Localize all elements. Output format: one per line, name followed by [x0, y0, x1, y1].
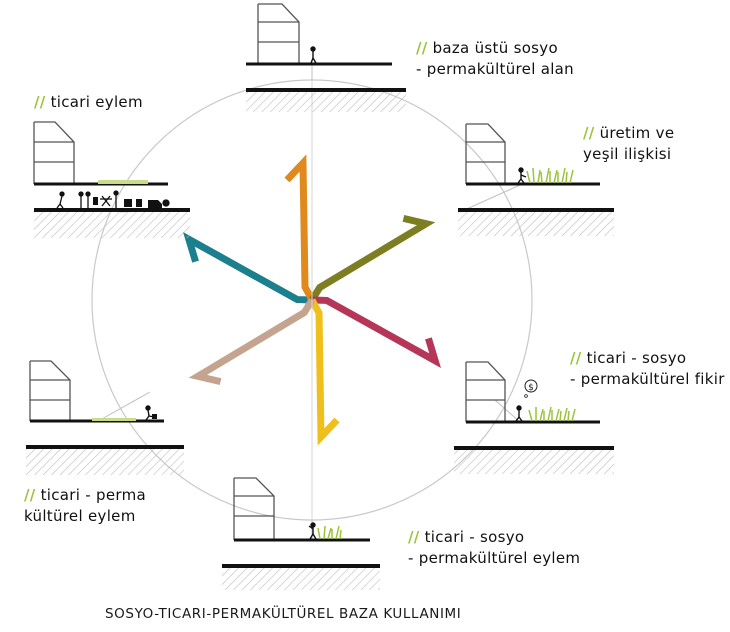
label-marker: // [416, 39, 428, 57]
label-bottom-right: //ticari - sosyo - permakültürel eylem [408, 527, 580, 569]
ground-hatch [458, 212, 614, 236]
plants-icon [526, 167, 574, 184]
six-arm-symbol [183, 154, 441, 446]
label-bottom-left-line2: kültürel eylem [24, 507, 136, 525]
arm-yellow [308, 298, 340, 446]
label-mid-right-line2: - permakültürel fikir [570, 370, 725, 388]
ground-hatch [246, 92, 406, 112]
plants-icon [528, 406, 576, 422]
ground-slab [34, 208, 190, 212]
station-mid-right: $ [454, 361, 614, 474]
label-bottom-right-line1: ticari - sosyo [424, 528, 525, 546]
label-mid-right-line1: ticari - sosyo [586, 349, 687, 367]
ground-slab [222, 564, 380, 568]
ground-hatch [26, 449, 184, 475]
building-outline [465, 123, 506, 184]
building-outline [29, 360, 71, 421]
person-figure [145, 405, 157, 421]
label-marker: // [583, 124, 595, 142]
label-bottom-left-line1: ticari - perma [40, 486, 146, 504]
ground-hatch [222, 568, 380, 590]
label-top-line1: baza üstü sosyo [432, 39, 558, 57]
ground-hatch [34, 212, 190, 238]
building-outline [233, 477, 275, 540]
green-strip [98, 180, 148, 184]
label-marker: // [34, 93, 46, 111]
person-figure [517, 167, 527, 184]
ground-slab [454, 446, 614, 450]
label-top-right-line2: yeşil ilişkisi [583, 145, 672, 163]
label-top-right-line1: üretim ve [599, 124, 675, 142]
label-top-line2: - permakültürel alan [416, 60, 574, 78]
arm-olive [309, 214, 436, 302]
person-figure [515, 405, 523, 422]
building-outline [257, 3, 300, 64]
ground-slab [458, 208, 614, 212]
ground-hatch [454, 450, 614, 474]
diagram-caption: SOSYO-TICARI-PERMAKÜLTÜREL BAZA KULLANIM… [105, 606, 462, 622]
arm-crimson [311, 296, 441, 368]
station-top-left [33, 121, 190, 238]
plants-icon [317, 525, 342, 540]
coin-bubble-icon: $ [524, 379, 538, 398]
station-bottom-left [26, 360, 184, 475]
ground-slab [26, 445, 184, 449]
station-top [246, 3, 406, 112]
building-outline [33, 121, 75, 184]
building-outline [465, 361, 506, 422]
green-strip [92, 418, 136, 421]
label-bottom-left: //ticari - perma kültürel eylem [24, 485, 146, 527]
label-top-right: //üretim ve yeşil ilişkisi [583, 123, 674, 165]
label-mid-right: //ticari - sosyo - permakültürel fikir [570, 348, 725, 390]
label-top-left: //ticari eylem [34, 92, 143, 113]
coin-symbol: $ [528, 383, 534, 393]
station-bottom [222, 477, 380, 590]
label-top: //baza üstü sosyo - permakültürel alan [416, 38, 574, 80]
ground-slab [246, 88, 406, 92]
connector-mid-right [494, 399, 521, 423]
person-figure [310, 46, 317, 64]
label-top-left-line1: ticari eylem [50, 93, 143, 111]
connector-top-right [459, 184, 521, 213]
person-figure [308, 522, 317, 540]
arm-orange [284, 154, 316, 302]
arm-tan [188, 298, 315, 386]
arm-teal [183, 232, 313, 304]
label-marker: // [24, 486, 36, 504]
label-marker: // [408, 528, 420, 546]
label-marker: // [570, 349, 582, 367]
market-people-icons [56, 190, 170, 209]
station-top-right [458, 123, 614, 236]
connector-bottom-left [99, 391, 151, 421]
label-bottom-right-line2: - permakültürel eylem [408, 549, 581, 567]
